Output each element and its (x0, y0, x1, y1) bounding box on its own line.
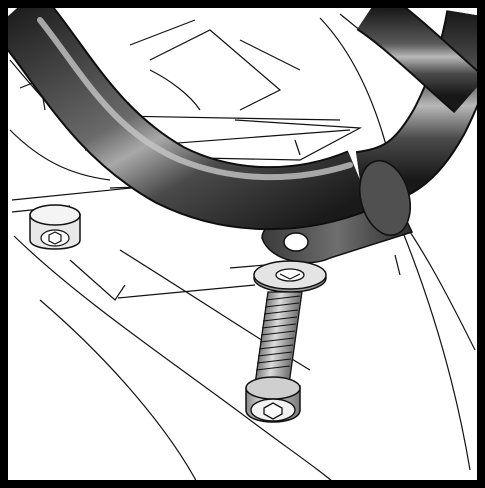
socket-head-cap-screw (245, 291, 303, 423)
guard-bar (0, 0, 485, 237)
washer (253, 260, 327, 293)
existing-bolt-left (29, 204, 81, 250)
bracket-hole (283, 232, 309, 252)
